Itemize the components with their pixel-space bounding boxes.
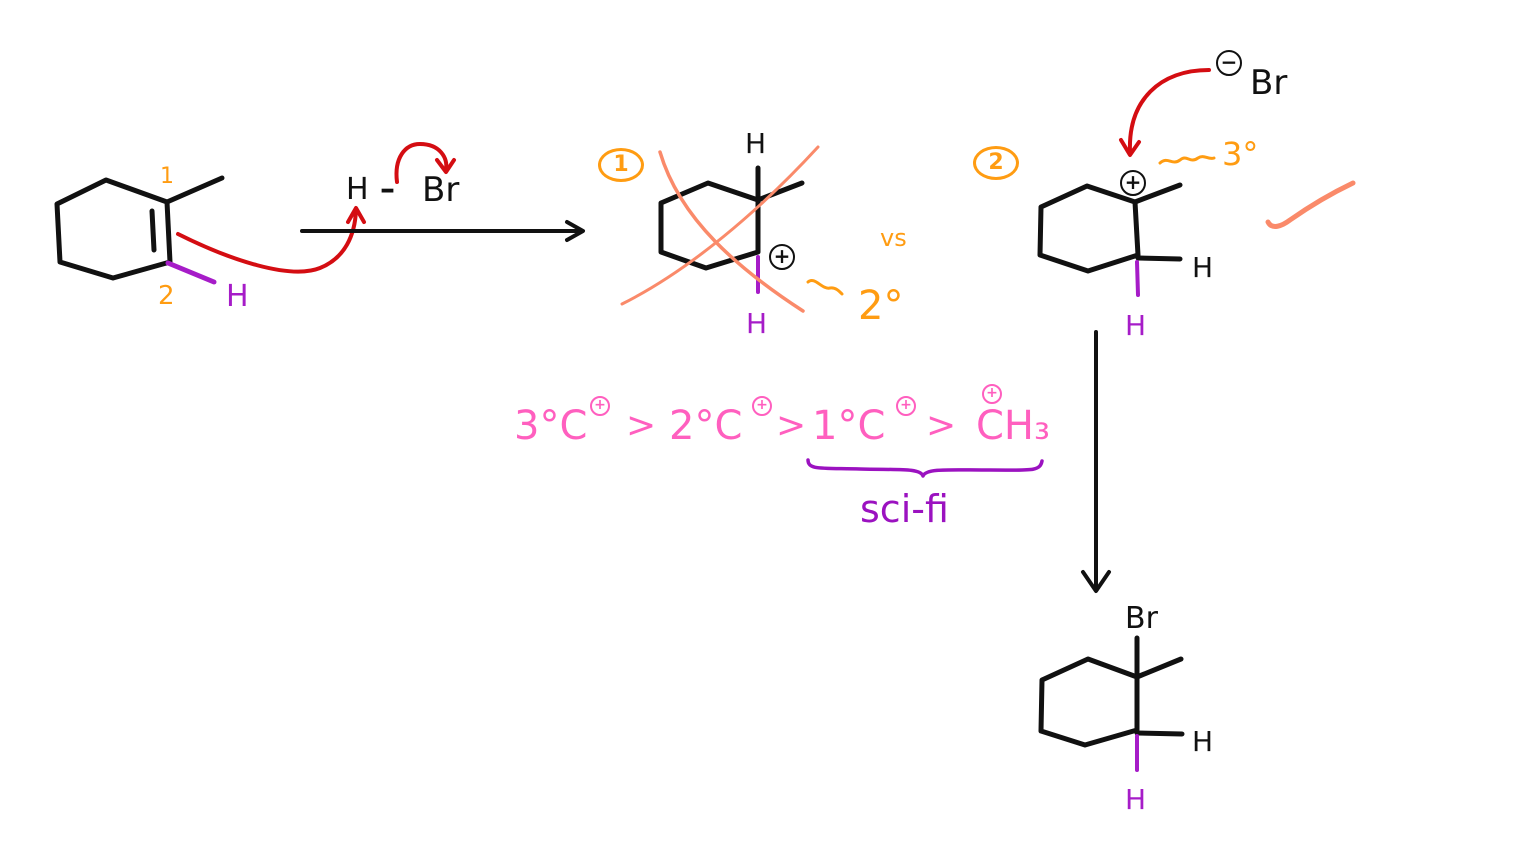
pathway-2-right-h: H (1192, 251, 1214, 284)
brace (806, 458, 1044, 478)
pathway-2-tilde (1158, 155, 1216, 165)
reagent-bond: – (380, 172, 395, 207)
product-arrow-head (1081, 570, 1111, 593)
pathway-1-tilde (806, 279, 844, 296)
pi-bond-arrow (176, 208, 358, 274)
pathway-1-number: 1 (598, 148, 644, 182)
reagent-h: H (346, 172, 369, 207)
cross-out-stroke-2 (620, 145, 820, 306)
pathway-2-degree: 3° (1222, 135, 1259, 173)
pathway-1-bottom-h: H (746, 307, 768, 340)
stability-separator-3: > (926, 405, 957, 446)
product-right-h: H (1192, 725, 1214, 758)
pathway-2-positive-charge: + (1120, 170, 1146, 196)
pathway-2-ring (1037, 182, 1183, 274)
reactant-hydrogen: H (226, 279, 249, 314)
pathway-1-top-h: H (745, 127, 767, 160)
pathway-1-ring (658, 165, 805, 271)
versus-label: vs (880, 224, 907, 252)
pathway-2-bottom-h: H (1125, 309, 1147, 342)
reactant-ch-bond (165, 260, 217, 285)
pathway-2-number: 2 (973, 146, 1019, 180)
reaction-arrow-head (565, 220, 585, 242)
product-ring (1038, 635, 1185, 748)
pathway-1-positive-charge: + (769, 244, 795, 270)
stability-item-primary-charge: + (896, 396, 916, 416)
brace-label: sci-fi (860, 487, 949, 531)
pi-bond-arrow-head (346, 206, 366, 224)
hbr-bond-arrow (394, 142, 449, 184)
stability-item-methyl: CH₃ (976, 403, 1051, 449)
carbon-label-2: 2 (158, 281, 175, 311)
bromide-negative-charge: − (1216, 50, 1242, 76)
stability-separator-1: > (626, 405, 657, 446)
carbocation-stability-order: 3°C + > 2°C + > 1°C + > CH₃ + (514, 384, 1074, 456)
stability-item-tertiary: 3°C (514, 403, 588, 449)
stability-item-tertiary-charge: + (590, 396, 610, 416)
pathway-2-ch-bond (1135, 260, 1140, 297)
stability-item-secondary-charge: + (752, 396, 772, 416)
product-bromine: Br (1125, 601, 1158, 636)
stability-item-secondary: 2°C (669, 403, 743, 449)
product-bottom-h: H (1125, 783, 1147, 816)
stability-item-methyl-charge: + (982, 384, 1002, 404)
bromide-attack-arrow-head (1119, 138, 1141, 157)
bromide-label: Br (1250, 63, 1288, 103)
bromide-attack-arrow (1127, 68, 1211, 154)
stability-separator-2: > (776, 405, 807, 446)
reagent-br: Br (422, 170, 460, 210)
checkmark-icon (1265, 180, 1356, 229)
carbon-label-1: 1 (160, 164, 174, 189)
stability-item-primary: 1°C (812, 403, 886, 449)
hbr-bond-arrow-head (435, 158, 456, 174)
pathway-1-degree: 2° (858, 283, 904, 329)
reactant-ring (54, 175, 225, 281)
